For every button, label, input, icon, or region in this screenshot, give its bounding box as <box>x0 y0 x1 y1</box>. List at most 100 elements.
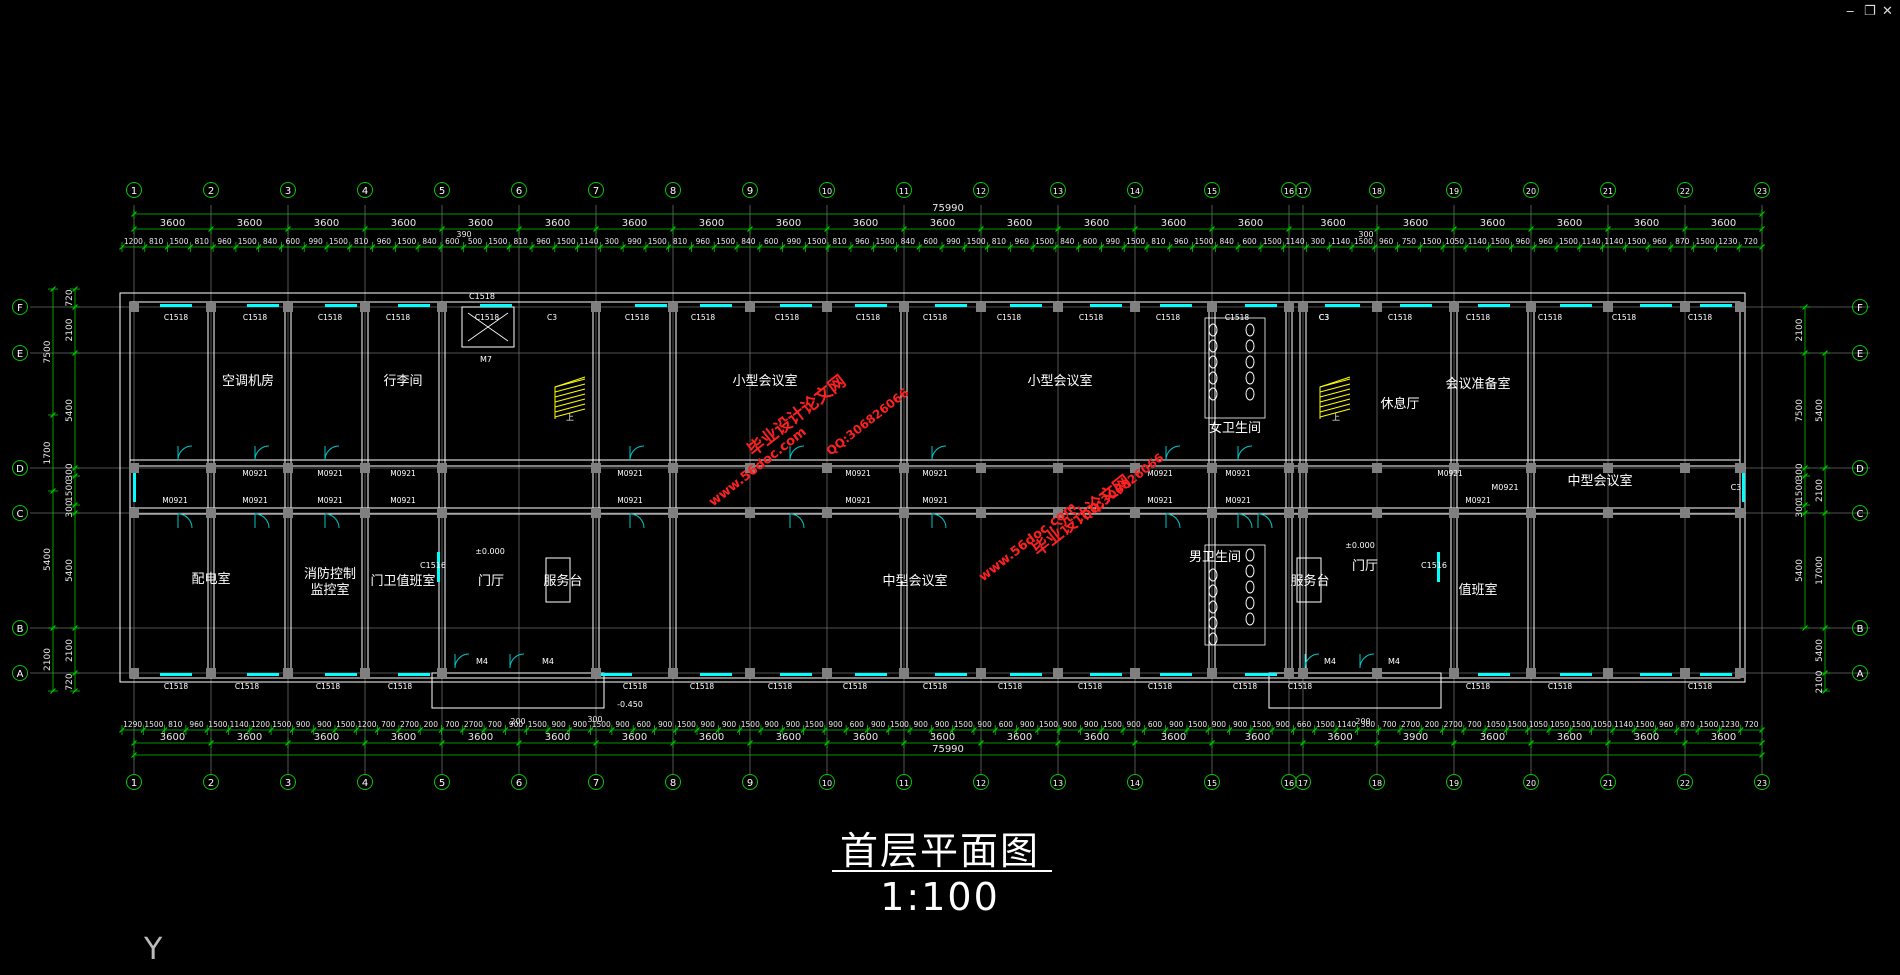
column <box>283 463 293 473</box>
dim-detail-bottom-slash <box>1567 727 1574 733</box>
grid-bubble-bottom-17-label: 17 <box>1298 779 1308 788</box>
dim-detail-bottom-slash <box>332 727 338 733</box>
dim-detail-bottom-text: 1500 <box>528 720 547 729</box>
door-upper <box>931 445 947 461</box>
grid-bubble-right-A-label: A <box>1857 669 1864 680</box>
window-bottom <box>325 673 357 676</box>
grid-bubble-bottom-19-circle <box>1446 774 1462 790</box>
walls <box>119 292 1746 709</box>
dim-bays-bottom-text: 3600 <box>468 732 493 743</box>
dim-detail-bottom-text: 1500 <box>1571 720 1590 729</box>
dim-detail-top-slash <box>210 244 217 250</box>
grid-bubble-right-C-circle <box>1852 505 1868 521</box>
grid-bubble-bottom-22-circle <box>1677 774 1693 790</box>
column <box>591 463 601 473</box>
dim-detail-top-text: 1500 <box>1422 237 1441 246</box>
dim-detail-top-slash <box>1280 244 1287 250</box>
dim-detail-top-text: 1500 <box>169 237 188 246</box>
close-button[interactable]: ✕ <box>1882 4 1893 19</box>
column <box>1372 668 1382 678</box>
dim-detail-bottom-slash <box>1375 727 1382 733</box>
dim-detail-top-text: 600 <box>1083 237 1098 246</box>
grid-bubble-bottom-19-label: 19 <box>1449 779 1459 788</box>
grid-bubble-bottom-18-label: 18 <box>1372 779 1382 788</box>
dim-detail-bottom-text: 900 <box>317 720 332 729</box>
grid-bubble-top-13-label: 13 <box>1053 187 1063 196</box>
restore-button[interactable]: ❐ <box>1864 4 1876 19</box>
columns <box>129 302 1745 678</box>
stair-east-tread <box>1319 403 1351 413</box>
window-tag-bottom: C1518 <box>923 682 948 691</box>
column <box>899 463 909 473</box>
dim-left-inner-slash <box>72 625 78 631</box>
dim-detail-bottom-slash <box>119 727 125 733</box>
dim-bays-bottom-slash <box>1528 740 1534 746</box>
toilet-fixture <box>1208 339 1218 353</box>
dim-bays-bottom-slash <box>901 740 907 746</box>
door-tag-upper: M0921 <box>617 469 643 478</box>
dim-extra-bottom: 200 <box>1355 717 1370 726</box>
dim-detail-bottom-slash <box>204 727 211 733</box>
grid-bubble-bottom-23-circle <box>1754 774 1770 790</box>
toilet-fixture <box>1245 339 1255 353</box>
dim-bays-top-text: 3600 <box>1557 218 1582 229</box>
dim-detail-bottom-text: 900 <box>1127 720 1142 729</box>
column <box>129 668 139 678</box>
dim-extra-top: 390 <box>456 230 471 239</box>
door-tag-lower: M0921 <box>162 496 188 505</box>
column <box>1372 463 1382 473</box>
dim-detail-top-text: 1050 <box>1445 237 1464 246</box>
dim-detail-top-slash <box>1599 244 1606 250</box>
window-tag-top: C1518 <box>1538 313 1563 322</box>
dim-detail-bottom-text: 1200 <box>251 720 270 729</box>
column <box>745 463 755 473</box>
grid-bubble-bottom-21-label: 21 <box>1603 779 1613 788</box>
grid-bubble-top-22-label: 22 <box>1680 187 1690 196</box>
dim-bays-top-slash <box>208 226 214 232</box>
dim-detail-bottom-slash <box>1184 727 1190 733</box>
dim-detail-top-slash <box>1257 244 1264 250</box>
dim-bays-bottom-text: 3600 <box>1007 732 1032 743</box>
dim-detail-top-text: 990 <box>627 237 642 246</box>
grid-bubble-top-6-circle <box>511 182 527 198</box>
dim-detail-bottom-text: 1500 <box>954 720 973 729</box>
dim-detail-bottom-slash <box>1588 727 1595 733</box>
dim-detail-bottom-text: 900 <box>828 720 843 729</box>
dim-bays-top-slash <box>131 226 137 232</box>
dim-bays-bottom-text: 3600 <box>853 732 878 743</box>
window-bottom <box>780 673 812 676</box>
dim-detail-top-text: 990 <box>308 237 323 246</box>
dim-detail-bottom-slash <box>310 727 317 733</box>
grid-bubble-bottom-2-label: 2 <box>208 778 214 789</box>
dim-bays-top-text: 3600 <box>930 218 955 229</box>
dim-detail-top-text: 840 <box>263 237 278 246</box>
dim-detail-top-text: 810 <box>992 237 1007 246</box>
dim-detail-bottom-text: 660 <box>1297 720 1312 729</box>
dim-total-bottom-text: 75990 <box>932 744 964 755</box>
dim-detail-bottom-text: 1140 <box>1337 720 1356 729</box>
minimize-button[interactable]: ‒ <box>1846 4 1855 19</box>
dim-detail-bottom-slash <box>246 727 253 733</box>
dim-bays-top-text: 3600 <box>1711 218 1736 229</box>
stair-east-tread <box>1319 398 1351 408</box>
grid-bubble-bottom-3-label: 3 <box>285 778 291 789</box>
column <box>1603 302 1613 312</box>
dim-bays-top-slash <box>1055 226 1061 232</box>
dim-left-inner-slash <box>72 473 78 479</box>
grid-bubble-top-10-label: 10 <box>822 187 832 196</box>
dim-right-outer-text: 5400 <box>1815 639 1825 662</box>
window-tag-top: C1518 <box>475 313 500 322</box>
dim-bays-top-slash <box>1682 226 1688 232</box>
dim-bays-bottom-slash <box>1451 740 1457 746</box>
toilet-fixture <box>1245 371 1255 385</box>
title-underline <box>832 870 1052 872</box>
room-label: 空调机房 <box>222 373 274 389</box>
dim-detail-top-slash <box>688 244 695 250</box>
dim-detail-bottom-text: 1500 <box>805 720 824 729</box>
dim-total-bottom-slash <box>131 752 137 758</box>
grid-bubble-top-4-label: 4 <box>362 186 368 197</box>
window-tag-top: C1518 <box>243 313 268 322</box>
dim-detail-top-slash <box>1576 244 1583 250</box>
dim-detail-bottom-text: 1500 <box>1635 720 1654 729</box>
